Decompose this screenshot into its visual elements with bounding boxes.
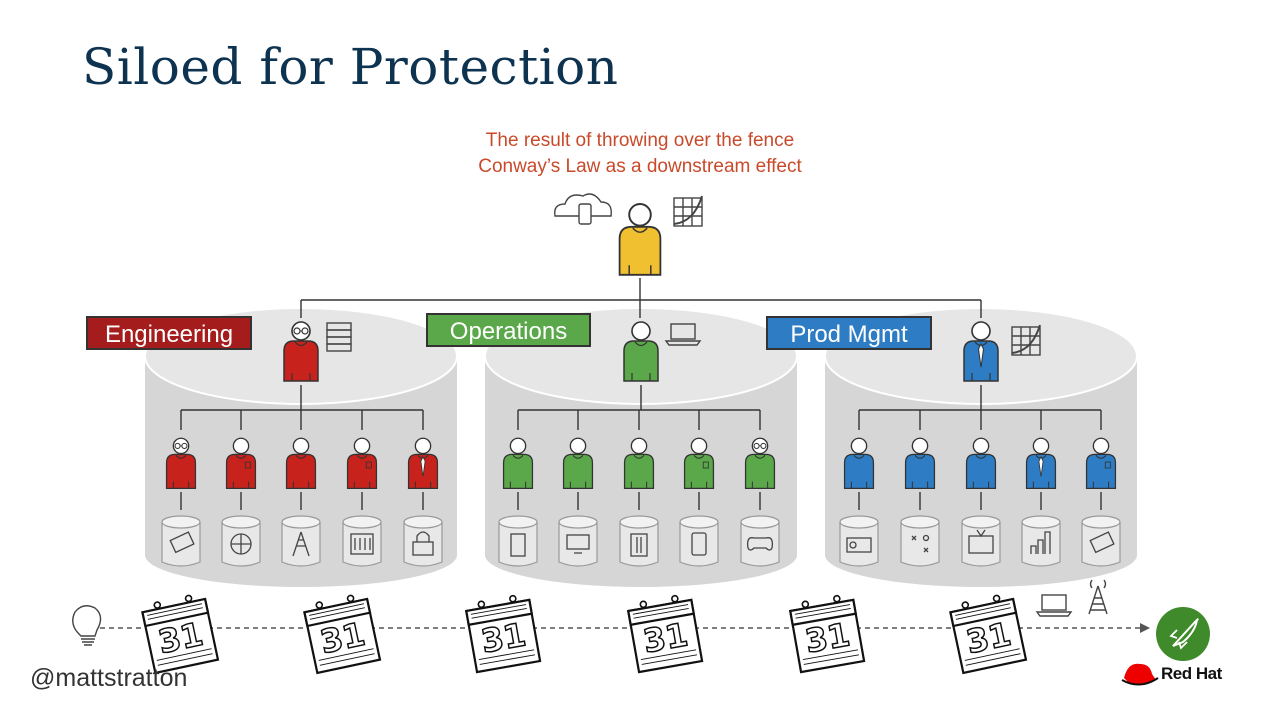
server-rack-icon: [326, 322, 352, 352]
bar-chart-icon: [1030, 531, 1051, 554]
lock-icon: [412, 531, 434, 556]
antenna-icon: [1088, 579, 1108, 615]
money-icon: [1089, 531, 1115, 554]
member-operations-2: [562, 437, 594, 490]
task-bin-prod-mgmt-5: [1081, 515, 1121, 567]
subtitle-line-2: Conway’s Law as a downstream effect: [478, 156, 802, 177]
member-engineering-2: [225, 437, 257, 490]
member-prod-mgmt-1: [843, 437, 875, 490]
slide-title: Siloed for Protection: [82, 38, 619, 96]
laptop-icon: [1035, 594, 1073, 617]
calendar-day: 31: [802, 615, 852, 660]
calendar-icon-6: 31: [949, 594, 1028, 675]
tv-icon: [968, 529, 994, 554]
network-icon: [230, 533, 252, 555]
task-bin-operations-4: [679, 515, 719, 567]
member-prod-mgmt-5: [1085, 437, 1117, 490]
task-bin-prod-mgmt-3: [961, 515, 1001, 567]
timeline-arrowhead: [1140, 623, 1150, 633]
lead-operations: [623, 321, 659, 382]
rocket-icon: [1156, 607, 1210, 661]
member-engineering-1: [165, 437, 197, 490]
laptop-icon: [664, 323, 702, 346]
monitor-icon: [566, 534, 590, 554]
calendar-icon-5: 31: [789, 594, 866, 674]
task-bin-operations-3: [619, 515, 659, 567]
member-operations-5: [744, 437, 776, 490]
task-bin-engineering-1: [161, 515, 201, 567]
trend-chart-icon: [1011, 324, 1041, 356]
member-engineering-4: [346, 437, 378, 490]
tablet-icon: [691, 532, 707, 556]
task-bin-engineering-3: [281, 515, 321, 567]
member-prod-mgmt-2: [904, 437, 936, 490]
antenna-icon: [292, 531, 310, 557]
money-icon: [169, 531, 195, 554]
panel-icon: [350, 533, 374, 555]
member-engineering-5: [407, 437, 439, 490]
lead-prod-mgmt: [963, 321, 999, 382]
register-icon: [846, 537, 872, 553]
task-bin-prod-mgmt-1: [839, 515, 879, 567]
server-icon: [630, 533, 648, 557]
growth-chart-icon: [673, 195, 703, 227]
subtitle-line-1: The result of throwing over the fence: [485, 130, 795, 151]
lead-engineering: [283, 321, 319, 382]
twitter-handle: @mattstratton: [30, 664, 188, 692]
task-bin-engineering-5: [403, 515, 443, 567]
calendar-icon-2: 31: [303, 594, 382, 675]
calendar-day: 31: [478, 615, 528, 660]
redhat-logo-icon: [1121, 663, 1159, 686]
task-bin-prod-mgmt-4: [1021, 515, 1061, 567]
executive-person: [618, 203, 662, 276]
calendar-day: 31: [640, 615, 690, 660]
cloud-devices-icon: [554, 193, 612, 225]
task-bin-prod-mgmt-2: [900, 515, 940, 567]
member-engineering-3: [285, 437, 317, 490]
task-bin-engineering-2: [221, 515, 261, 567]
strategy-icon: [911, 534, 930, 553]
task-bin-operations-1: [498, 515, 538, 567]
member-prod-mgmt-4: [1025, 437, 1057, 490]
hierarchy-connectors: [180, 278, 1102, 510]
redhat-brand: Red Hat: [1161, 664, 1222, 683]
lightbulb-icon: [72, 605, 102, 646]
task-bin-operations-2: [558, 515, 598, 567]
label-engineering: Engineering: [86, 316, 252, 350]
member-operations-4: [683, 437, 715, 490]
member-operations-1: [502, 437, 534, 490]
calendar-icon-4: 31: [627, 594, 704, 674]
door-icon: [510, 533, 526, 557]
label-operations: Operations: [426, 313, 591, 347]
task-bin-engineering-4: [342, 515, 382, 567]
label-prod-mgmt: Prod Mgmt: [766, 316, 932, 350]
member-prod-mgmt-3: [965, 437, 997, 490]
calendar-icon-1: 31: [141, 594, 220, 675]
member-operations-3: [623, 437, 655, 490]
gamepad-icon: [746, 537, 774, 551]
calendar-icon-3: 31: [465, 594, 542, 674]
task-bin-operations-5: [740, 515, 780, 567]
